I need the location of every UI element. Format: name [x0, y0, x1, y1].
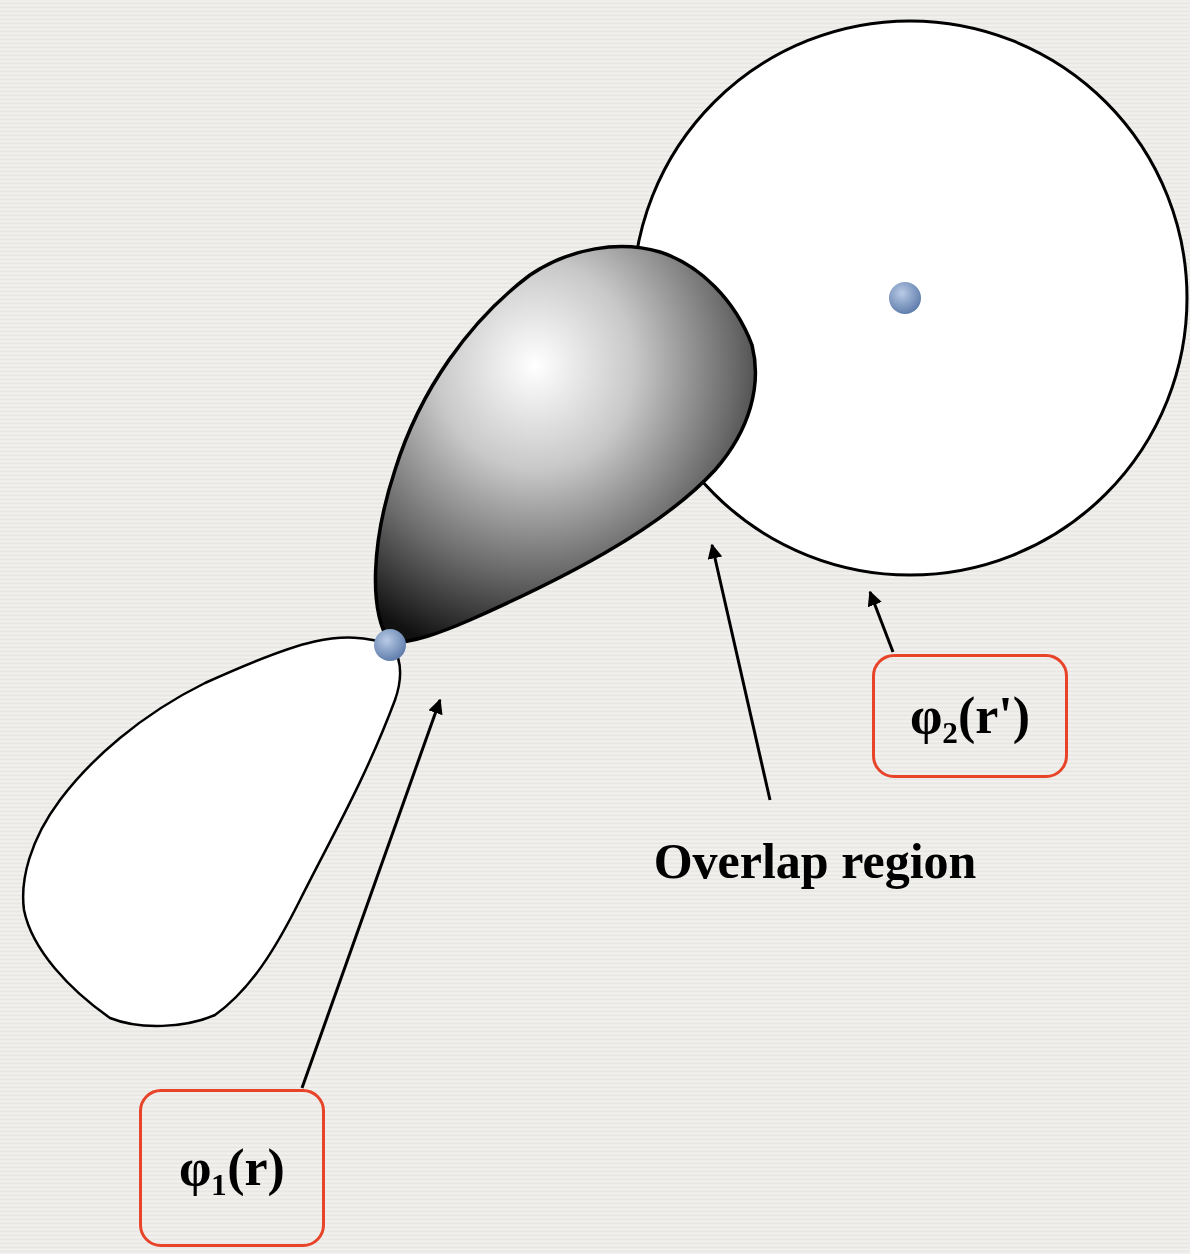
- function-label: φ₂(r'): [910, 686, 1030, 746]
- leader-line: [870, 592, 893, 652]
- leader-line: [302, 700, 440, 1088]
- nucleus-dot: [374, 629, 406, 661]
- function-label: φ₁(r): [179, 1138, 285, 1198]
- nucleus-dot: [889, 282, 921, 314]
- region-label: Overlap region: [654, 833, 977, 891]
- p-orbital-upper-lobe: [375, 247, 755, 643]
- label-box: φ₂(r'): [872, 654, 1068, 778]
- leader-line: [712, 545, 770, 800]
- label-box: φ₁(r): [139, 1089, 325, 1247]
